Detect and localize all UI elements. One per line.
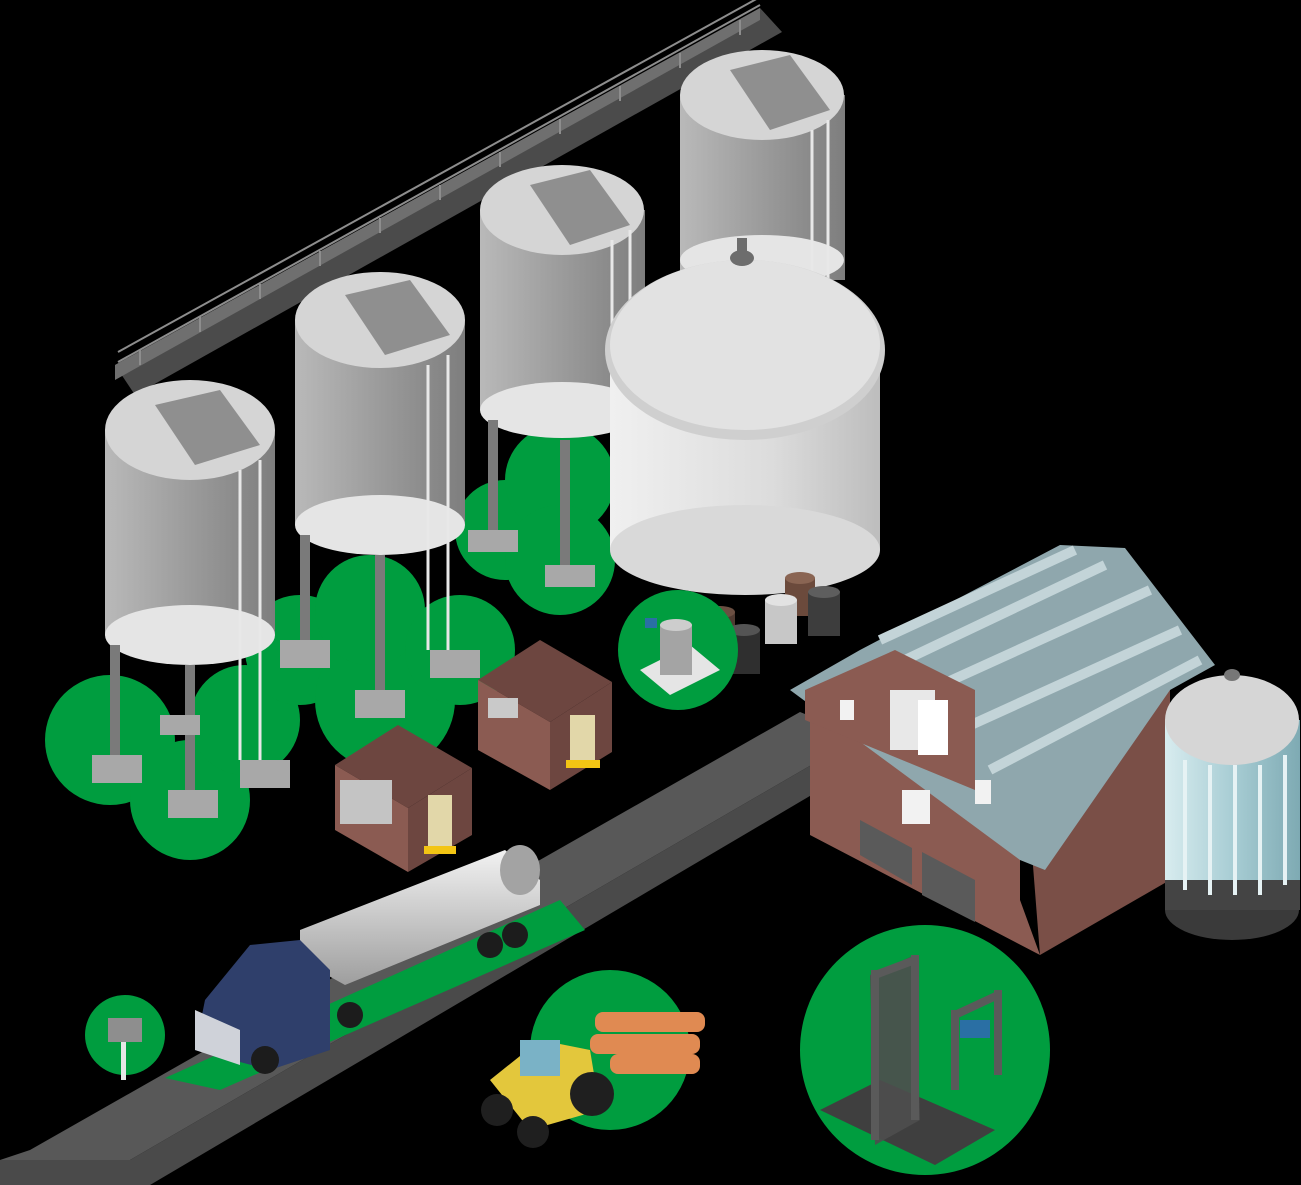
weighing-cage — [800, 925, 1050, 1175]
tanker-truck — [165, 845, 585, 1090]
conveyor-catwalk — [115, 0, 782, 395]
storage-tank — [605, 238, 885, 595]
equipment-shed — [478, 640, 612, 790]
glass-silo — [1165, 669, 1300, 940]
drum-platform-scale — [618, 590, 738, 710]
silo — [680, 50, 845, 285]
tractor-with-log-trailer — [481, 970, 705, 1148]
silo — [92, 380, 290, 818]
silo — [280, 272, 480, 718]
barn — [790, 545, 1215, 955]
ladder — [810, 120, 830, 280]
equipment-shed — [335, 725, 472, 872]
roadside-sign — [85, 995, 165, 1080]
